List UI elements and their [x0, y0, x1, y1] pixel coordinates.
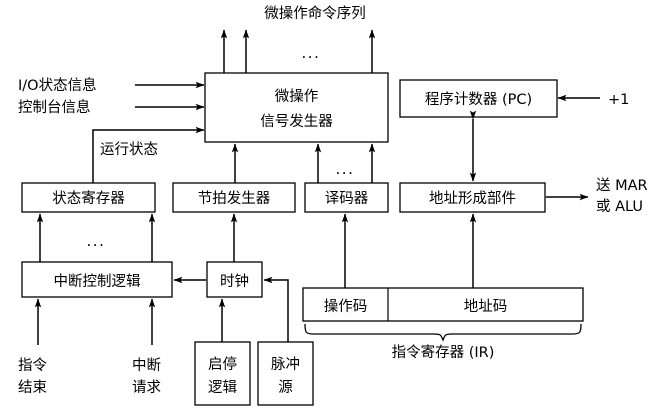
ir-brace: [304, 323, 582, 342]
box-decoder: [304, 182, 389, 213]
box-program-counter-label: 程序计数器 (PC): [425, 91, 532, 108]
label-instruction-end-line1: 指令: [18, 357, 47, 374]
box-instruction-register: [302, 287, 584, 322]
ellipsis-left: ...: [86, 232, 105, 250]
label-plus-one: +1: [608, 92, 629, 108]
box-clock: [206, 261, 263, 298]
box-clock-label: 时钟: [220, 273, 249, 290]
box-beat-generator: [172, 182, 296, 213]
diagram-title: 微操作命令序列: [264, 4, 366, 22]
box-beat-generator-label: 节拍发生器: [198, 190, 271, 207]
box-status-register-label: 状态寄存器: [52, 189, 125, 207]
box-status-register: [21, 182, 156, 213]
box-pulse-source-label-1: 脉冲: [271, 356, 300, 373]
arrow-run-status-to-generator: [92, 126, 205, 183]
box-microop-signal-generator-label-2: 信号发生器: [260, 113, 333, 130]
box-interrupt-control-logic: [21, 261, 173, 298]
label-instruction-register-caption: 指令寄存器 (IR): [392, 343, 495, 361]
label-or-alu: 或 ALU: [596, 198, 643, 215]
box-opcode-label: 操作码: [324, 298, 368, 315]
box-address-formation-unit: [399, 182, 546, 213]
box-interrupt-control-logic-label: 中断控制逻辑: [54, 273, 141, 290]
arrow-pulsesource-to-clock: [263, 276, 289, 342]
box-microop-signal-generator: [204, 72, 389, 143]
ellipsis-mid: ...: [335, 160, 354, 178]
box-start-stop-logic: [194, 341, 251, 406]
ellipsis-top: ...: [301, 44, 320, 62]
box-start-stop-logic-label-1: 启停: [208, 356, 237, 373]
box-microop-signal-generator-label-1: 微操作: [275, 88, 319, 105]
box-pulse-source: [257, 341, 314, 406]
box-address-formation-unit-label: 地址形成部件: [429, 190, 516, 207]
box-addresscode-label: 地址码: [464, 298, 508, 315]
label-console-info: 控制台信息: [18, 99, 91, 116]
label-instruction-end-line2: 结束: [18, 379, 47, 396]
label-io-status: I/O状态信息: [18, 77, 97, 94]
label-send-mar: 送 MAR: [596, 177, 648, 194]
label-run-status: 运行状态: [100, 141, 158, 158]
box-pulse-source-label-2: 源: [278, 379, 293, 396]
label-interrupt-request-line2: 请求: [132, 379, 161, 396]
box-decoder-label: 译码器: [325, 190, 369, 207]
box-program-counter: [399, 79, 558, 118]
box-start-stop-logic-label-2: 逻辑: [208, 379, 237, 396]
label-interrupt-request-line1: 中断: [132, 357, 161, 374]
